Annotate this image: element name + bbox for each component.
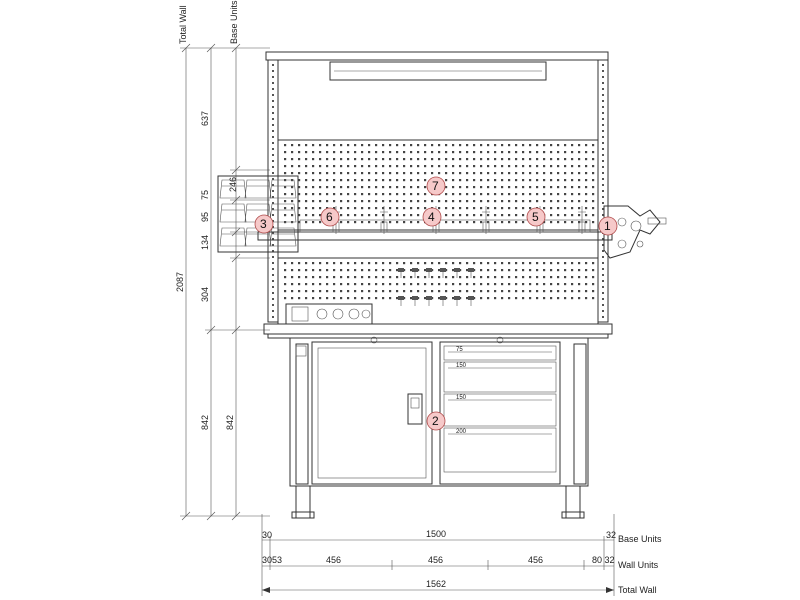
callout-6: 6 xyxy=(320,207,340,227)
callout-2: 2 xyxy=(426,411,446,431)
bin-rack-left xyxy=(217,175,299,253)
svg-text:6: 6 xyxy=(326,210,333,224)
dim-246: 246 xyxy=(228,177,238,192)
dim-total-1562: 1562 xyxy=(426,579,446,589)
drawer-label-75: 75 xyxy=(456,347,463,353)
dim-wall-456-c: 456 xyxy=(528,555,543,565)
label-base-units-vertical: Base Units xyxy=(229,0,239,44)
power-strip xyxy=(285,303,373,325)
label-base-units-horizontal: Base Units xyxy=(618,534,662,544)
dim-base-1500: 1500 xyxy=(426,529,446,539)
dim-304: 304 xyxy=(200,287,210,302)
bracket-right xyxy=(603,205,667,259)
dim-wall-456-a: 456 xyxy=(326,555,341,565)
svg-text:4: 4 xyxy=(428,210,435,224)
upper-frame xyxy=(265,51,609,323)
label-total-wall-horizontal: Total Wall xyxy=(618,585,657,595)
horizontal-dimension-lines xyxy=(261,514,615,596)
label-total-wall-vertical: Total Wall xyxy=(178,5,188,44)
svg-text:3: 3 xyxy=(260,217,267,231)
label-wall-units-horizontal: Wall Units xyxy=(618,560,659,570)
svg-text:2: 2 xyxy=(432,414,439,428)
callout-3: 3 xyxy=(254,214,274,234)
dim-wall-3053: 3053 xyxy=(262,555,282,565)
dim-wall-456-b: 456 xyxy=(428,555,443,565)
vertical-dimension-lines xyxy=(180,43,270,521)
callout-5: 5 xyxy=(526,207,546,227)
dim-wall-80-32: 80 32 xyxy=(592,555,615,565)
drawer-label-150-b: 150 xyxy=(456,395,467,401)
callout-1: 1 xyxy=(598,216,618,236)
dim-total-wall-2087: 2087 xyxy=(175,272,185,292)
callout-7: 7 xyxy=(426,176,446,196)
dim-base-32: 32 xyxy=(606,530,616,540)
base-unit xyxy=(289,337,589,487)
dim-base-842-right: 842 xyxy=(225,415,235,430)
pegboard-upper xyxy=(277,139,599,231)
dim-637: 637 xyxy=(200,111,210,126)
feet xyxy=(291,485,585,519)
pegboard-lower xyxy=(277,257,599,325)
dim-75: 75 xyxy=(200,190,210,200)
dim-base-842-left: 842 xyxy=(200,415,210,430)
dim-95: 95 xyxy=(200,212,210,222)
drawer-label-150-a: 150 xyxy=(456,363,467,369)
drawer-label-200: 200 xyxy=(456,429,467,435)
dim-134: 134 xyxy=(200,235,210,250)
dim-base-30: 30 xyxy=(262,530,272,540)
svg-text:1: 1 xyxy=(604,219,611,233)
callout-4: 4 xyxy=(422,207,442,227)
svg-text:5: 5 xyxy=(532,210,539,224)
hooks-lower-pegboard xyxy=(398,268,474,306)
worktop xyxy=(263,323,613,344)
svg-text:7: 7 xyxy=(432,179,439,193)
